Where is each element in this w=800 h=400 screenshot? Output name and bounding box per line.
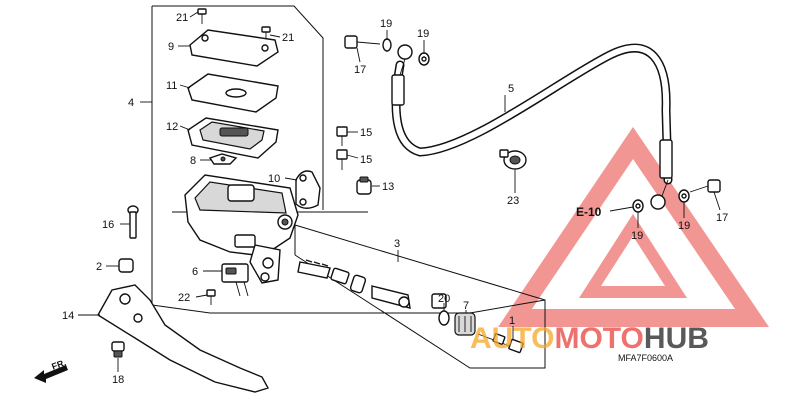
callout-3: 3 [394, 238, 400, 250]
pivot-bolt-16 [127, 205, 139, 239]
washer-19-upper-b [418, 52, 430, 66]
callout-10: 10 [268, 173, 280, 185]
direction-label: FR. [50, 357, 67, 371]
screw-21-top [197, 8, 207, 24]
svg-text:AUTOMOTOHUB: AUTOMOTOHUB [470, 322, 709, 355]
clutch-switch-6 [221, 263, 249, 297]
callout-5: 5 [508, 83, 514, 95]
piston-set-3 [297, 259, 447, 309]
callout-16: 16 [102, 219, 114, 231]
washer-19-upper-a [382, 38, 392, 52]
callout-2: 2 [96, 261, 102, 273]
diagram-code: MFA7F0600A [618, 353, 673, 363]
callout-11: 11 [166, 80, 177, 92]
callout-8: 8 [190, 155, 196, 167]
callout-17-lower: 17 [716, 212, 728, 224]
front-direction-arrow-icon: FR. [34, 357, 68, 383]
boot-7 [454, 312, 476, 336]
callout-labels: 21 21 9 4 11 12 8 10 13 15 15 16 2 6 22 … [62, 12, 728, 386]
watermark-logo: AUTOMOTOHUB [470, 322, 709, 355]
float-plate-8 [208, 153, 238, 165]
callout-9: 9 [168, 41, 174, 53]
callout-21-top: 21 [176, 12, 188, 24]
callout-22: 22 [178, 292, 190, 304]
banjo-bolt-17-lower [689, 179, 721, 193]
callout-1: 1 [509, 315, 515, 327]
callout-23: 23 [507, 195, 519, 207]
reservoir-cap-9 [189, 29, 279, 67]
leader-lines [78, 11, 721, 372]
callout-19-upper-b: 19 [417, 28, 429, 40]
callout-15-upper: 15 [360, 127, 372, 139]
callout-20: 20 [438, 293, 450, 305]
collar-2 [118, 258, 134, 273]
callout-14: 14 [62, 310, 74, 322]
banjo-fitting-upper [397, 44, 413, 76]
bolt-18 [111, 341, 125, 358]
callout-12: 12 [166, 121, 178, 133]
callout-19-lower-b: 19 [678, 220, 690, 232]
banjo-bolt-17-upper [344, 35, 381, 49]
callout-17-upper: 17 [354, 64, 366, 76]
callout-6: 6 [192, 266, 198, 278]
washer-19-lower-b [678, 189, 690, 203]
banjo-fitting-lower [650, 179, 669, 210]
diaphragm-plate-11 [187, 73, 279, 113]
callout-13: 13 [382, 181, 394, 193]
watermark-word-1: AUTO [470, 322, 554, 355]
master-cylinder-body [184, 174, 299, 284]
washer-19-lower-a [632, 199, 644, 213]
screw-22 [206, 289, 216, 305]
callout-19-lower-a: 19 [631, 230, 643, 242]
callout-4: 4 [128, 97, 134, 109]
push-rod-1 [477, 333, 524, 354]
bolt-15-lower [336, 149, 348, 170]
callout-7: 7 [463, 300, 469, 312]
watermark-word-2: MOTO [554, 322, 643, 355]
clutch-lever-14 [97, 284, 270, 393]
holder-clamp-10 [295, 170, 321, 209]
callout-21-right: 21 [282, 32, 294, 44]
bolt-15-upper [336, 126, 348, 146]
diaphragm-12 [187, 117, 279, 159]
callout-15-lower: 15 [360, 154, 372, 166]
section-ref-e10: E-10 [576, 205, 602, 219]
hose-clip-23 [499, 149, 527, 170]
callout-18: 18 [112, 374, 124, 386]
callout-19-upper-a: 19 [380, 18, 392, 30]
circlip-20 [438, 310, 450, 326]
clutch-hose-5 [391, 43, 673, 185]
boot-cap-13 [356, 176, 372, 195]
watermark-word-3: HUB [644, 322, 709, 355]
watermark-triangle-icon [498, 126, 770, 327]
